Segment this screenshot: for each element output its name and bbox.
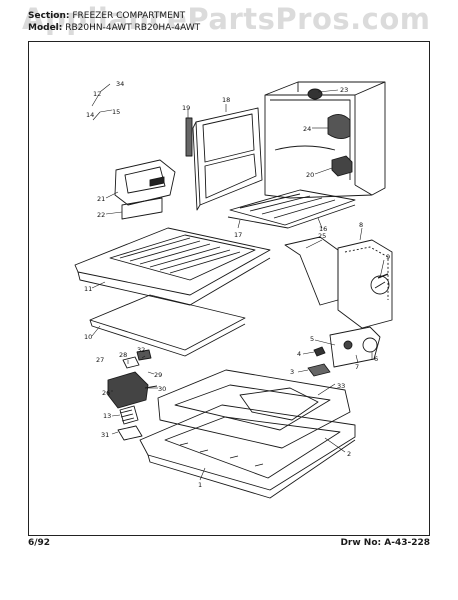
callout-9: 9 [386,253,390,261]
callout-25: 25 [318,232,326,240]
callout-1: 1 [198,481,202,489]
callout-17: 17 [234,231,242,239]
section-label: Section: [28,11,70,21]
callout-30: 30 [158,385,166,393]
ice-tray-part [114,159,176,206]
callout-19: 19 [182,104,190,112]
callout-23: 23 [340,86,348,94]
hinge-part [185,117,193,157]
floor-panel-part [89,294,246,357]
wire-shelf-part [227,189,356,229]
callout-13: 13 [103,412,111,420]
drawing-number-value: A-43-228 [384,538,430,548]
liner-base-part [157,369,351,449]
model-line: Model: RB20HN-4AWT RB20HA-4AWT [28,22,200,34]
model-value: RB20HN-4AWT RB20HA-4AWT [65,23,201,33]
freezer-liner-part [264,81,386,199]
callout-24: 24 [303,125,311,133]
revision-date: 6/92 [28,538,51,548]
callout-34: 34 [116,80,124,88]
section-value: FREEZER COMPARTMENT [72,11,186,21]
shelf-part [121,197,163,220]
callout-33: 33 [337,382,345,390]
screw-part [377,273,389,279]
callout-29: 29 [154,371,162,379]
floor-shelf-part [74,227,271,306]
callout-labels: 34 12 15 14 19 18 23 24 20 21 22 17 16 2… [84,80,390,489]
callout-6: 6 [374,355,378,363]
callout-21: 21 [97,195,105,203]
callout-12: 12 [93,90,101,98]
diagram-frame [28,41,430,536]
callout-7: 7 [355,363,359,371]
callout-8: 8 [359,221,363,229]
callout-15: 15 [112,108,120,116]
callout-10: 10 [84,333,92,341]
drawing-number-label: Drw No: [340,538,382,548]
callout-11: 11 [84,285,92,293]
callout-32: 32 [137,346,145,354]
damper-assembly-part [307,326,381,377]
callout-18: 18 [222,96,230,104]
ice-bin-parts [107,349,158,441]
callout-20: 20 [306,171,314,179]
diagram-footer: 6/92 Drw No: A-43-228 [28,538,430,552]
leader-lines [91,83,385,481]
callout-4: 4 [297,350,301,358]
model-label: Model: [28,23,63,33]
outer-base-part [139,404,356,499]
callout-27: 27 [96,356,104,364]
callout-2: 2 [347,450,351,458]
door-panel-part [192,107,263,211]
evaporator-cover-part [284,236,393,329]
callout-22: 22 [97,211,105,219]
callout-28: 28 [119,351,127,359]
callout-14: 14 [86,111,94,119]
callout-16: 16 [319,225,327,233]
drawing-number: Drw No: A-43-228 [340,538,430,548]
callout-5: 5 [310,335,314,343]
callout-26: 26 [102,389,110,397]
callout-3: 3 [290,368,294,376]
callout-31: 31 [101,431,109,439]
diagram-header: Section: FREEZER COMPARTMENT Model: RB20… [28,10,200,34]
section-line: Section: FREEZER COMPARTMENT [28,10,200,22]
